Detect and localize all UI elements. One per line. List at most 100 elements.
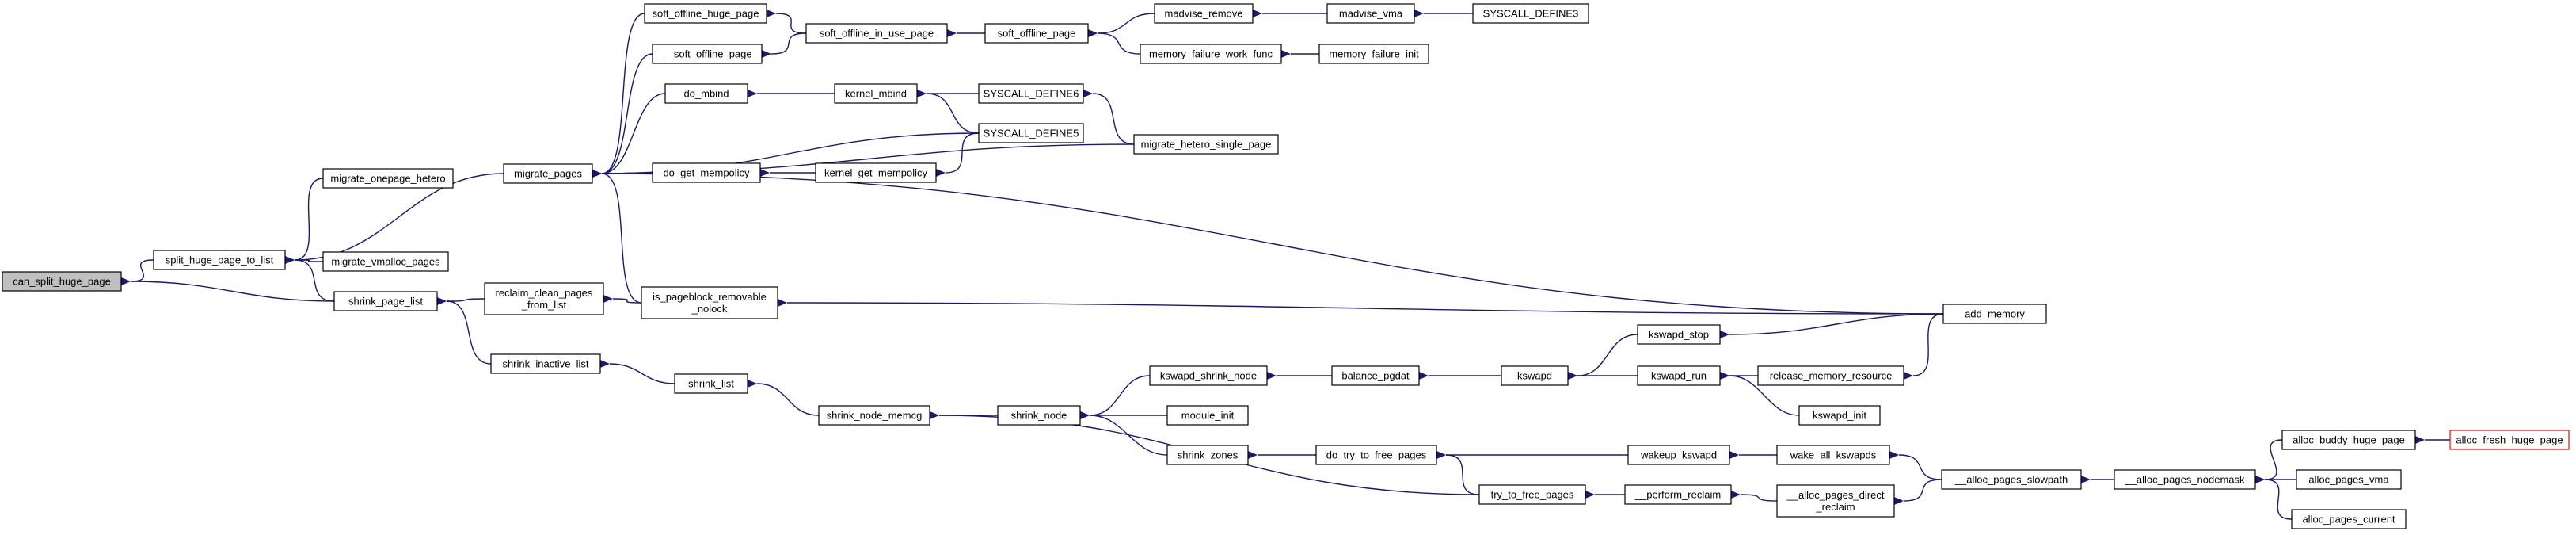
node-box	[1133, 134, 1279, 155]
node-layer: can_split_huge_page split_huge_page_to_li…	[2, 3, 2570, 529]
node-label: kernel_get_mempolicy	[824, 167, 928, 179]
node-alloc_buddy_huge_page[interactable]: alloc_buddy_huge_page	[2281, 430, 2416, 450]
node-box	[1478, 484, 1586, 505]
node-box	[1318, 44, 1429, 64]
node-memory_failure_init[interactable]: memory_failure_init	[1318, 44, 1429, 64]
node-label: do_try_to_free_pages	[1326, 449, 1427, 461]
node-shrink_node[interactable]: shrink_node	[997, 405, 1081, 426]
node-shrink_zones[interactable]: shrink_zones	[1166, 445, 1249, 465]
node-do_try_to_free_pages[interactable]: do_try_to_free_pages	[1315, 445, 1437, 465]
node-kswapd_run[interactable]: kswapd_run	[1637, 365, 1721, 386]
node-label: kswapd_shrink_node	[1160, 370, 1257, 382]
edge-kswapd_init-to-kswapd_run	[1719, 371, 1800, 416]
edge-shrink_page_list-to-can_split_huge_page	[120, 277, 335, 302]
node-soft_offline_in_use_page[interactable]: soft_offline_in_use_page	[805, 23, 948, 44]
node-label: __soft_offline_page	[661, 48, 751, 60]
node-module_init[interactable]: module_init	[1166, 405, 1249, 426]
node-label: kswapd	[1517, 370, 1552, 382]
node-wake_all_kswapds[interactable]: wake_all_kswapds	[1776, 445, 1890, 465]
edge-SYSCALL_DEFINE5-to-kernel_get_mempolicy	[935, 132, 980, 178]
node-box	[815, 162, 937, 183]
node-box	[674, 373, 748, 394]
node-box	[997, 405, 1081, 426]
node-label: kswapd_run	[1651, 370, 1707, 382]
edge-kswapd_stop-to-kswapd	[1567, 334, 1638, 380]
node-box	[834, 83, 918, 104]
node-add_memory[interactable]: add_memory	[1942, 304, 2047, 324]
node-box	[1624, 484, 1732, 505]
node-soft_offline_huge_page[interactable]: soft_offline_huge_page	[644, 3, 767, 24]
node-label: try_to_free_pages	[1491, 489, 1574, 501]
node-migrate_onepage_hetero[interactable]: migrate_onepage_hetero	[322, 168, 454, 189]
node-box	[1776, 445, 1890, 465]
node-migrate_pages[interactable]: migrate_pages	[503, 163, 593, 184]
node-do_get_mempolicy[interactable]: do_get_mempolicy	[652, 162, 761, 183]
node-box	[978, 123, 1084, 143]
node-box	[1501, 365, 1569, 386]
node-label: _reclaim	[1815, 501, 1855, 513]
node-kswapd_shrink_node[interactable]: kswapd_shrink_node	[1149, 365, 1268, 386]
node-__alloc_pages_nodemask[interactable]: __alloc_pages_nodemask	[2114, 469, 2256, 490]
node-release_memory_resource[interactable]: release_memory_resource	[1757, 365, 1904, 386]
node-box	[322, 168, 454, 189]
node-label: alloc_buddy_huge_page	[2293, 434, 2405, 446]
node-__alloc_pages_slowpath[interactable]: __alloc_pages_slowpath	[1941, 469, 2082, 490]
node-alloc_pages_current[interactable]: alloc_pages_current	[2291, 509, 2407, 529]
edge-alloc_pages_current-to-__alloc_pages_nodemask	[2254, 475, 2293, 520]
node-do_mbind[interactable]: do_mbind	[664, 83, 748, 104]
edge-add_memory-to-migrate_pages	[592, 169, 1944, 315]
node-migrate_vmalloc_pages[interactable]: migrate_vmalloc_pages	[322, 251, 449, 272]
node-label: do_mbind	[683, 88, 729, 100]
node-reclaim_clean_pages_from_list[interactable]: reclaim_clean_pages_from_list	[484, 282, 604, 315]
node-SYSCALL_DEFINE6[interactable]: SYSCALL_DEFINE6	[978, 83, 1084, 104]
node-box	[490, 353, 601, 374]
node-can_split_huge_page[interactable]: can_split_huge_page	[2, 271, 122, 292]
node-shrink_inactive_list[interactable]: shrink_inactive_list	[490, 353, 601, 374]
node-box	[652, 44, 763, 64]
node-kswapd[interactable]: kswapd	[1501, 365, 1569, 386]
node-__alloc_pages_direct_reclaim[interactable]: __alloc_pages_direct_reclaim	[1776, 484, 1895, 518]
node-box	[805, 23, 948, 44]
node-__soft_offline_page[interactable]: __soft_offline_page	[652, 44, 763, 64]
node-kernel_get_mempolicy[interactable]: kernel_get_mempolicy	[815, 162, 937, 183]
node-box	[1140, 44, 1282, 64]
node-wakeup_kswapd[interactable]: wakeup_kswapd	[1627, 445, 1730, 465]
node-madvise_remove[interactable]: madvise_remove	[1154, 3, 1254, 24]
node-__perform_reclaim[interactable]: __perform_reclaim	[1624, 484, 1732, 505]
node-try_to_free_pages[interactable]: try_to_free_pages	[1478, 484, 1586, 505]
node-shrink_node_memcg[interactable]: shrink_node_memcg	[818, 405, 930, 426]
node-split_huge_page_to_list[interactable]: split_huge_page_to_list	[153, 250, 286, 270]
node-label: migrate_onepage_hetero	[330, 173, 445, 185]
node-box	[1798, 405, 1881, 426]
node-migrate_hetero_single_page[interactable]: migrate_hetero_single_page	[1133, 134, 1279, 155]
node-kswapd_init[interactable]: kswapd_init	[1798, 405, 1881, 426]
node-kswapd_stop[interactable]: kswapd_stop	[1637, 324, 1721, 345]
node-is_pageblock_removable_nolock[interactable]: is_pageblock_removable_nolock	[641, 286, 778, 319]
node-SYSCALL_DEFINE5[interactable]: SYSCALL_DEFINE5	[978, 123, 1084, 143]
node-alloc_pages_vma[interactable]: alloc_pages_vma	[2296, 469, 2402, 490]
edge-add_memory-to-kswapd_stop	[1719, 313, 1944, 339]
node-label: __perform_reclaim	[1634, 489, 1721, 501]
node-label: memory_failure_work_func	[1149, 48, 1273, 60]
node-box	[2449, 430, 2570, 450]
node-SYSCALL_DEFINE3[interactable]: SYSCALL_DEFINE3	[1472, 3, 1589, 24]
node-kernel_mbind[interactable]: kernel_mbind	[834, 83, 918, 104]
node-label: migrate_hetero_single_page	[1141, 139, 1272, 151]
node-madvise_vma[interactable]: madvise_vma	[1326, 3, 1415, 24]
edge-shrink_list-to-shrink_inactive_list	[599, 359, 675, 384]
node-label: release_memory_resource	[1770, 370, 1893, 382]
node-shrink_page_list[interactable]: shrink_page_list	[333, 291, 438, 311]
node-soft_offline_page[interactable]: soft_offline_page	[984, 23, 1089, 44]
edge-migrate_onepage_hetero-to-split_huge_page_to_list	[284, 178, 324, 265]
edge-try_to_free_pages-to-do_try_to_free_pages	[1436, 450, 1480, 495]
node-memory_failure_work_func[interactable]: memory_failure_work_func	[1140, 44, 1282, 64]
node-alloc_fresh_huge_page[interactable]: alloc_fresh_huge_page	[2449, 430, 2570, 450]
edge-madvise_remove-to-soft_offline_page	[1087, 13, 1155, 38]
node-label: kswapd_init	[1813, 410, 1866, 422]
node-label: __alloc_pages_nodemask	[2124, 474, 2245, 486]
node-box	[984, 23, 1089, 44]
node-balance_pgdat[interactable]: balance_pgdat	[1331, 365, 1420, 386]
node-box	[1776, 484, 1895, 518]
node-shrink_list[interactable]: shrink_list	[674, 373, 748, 394]
